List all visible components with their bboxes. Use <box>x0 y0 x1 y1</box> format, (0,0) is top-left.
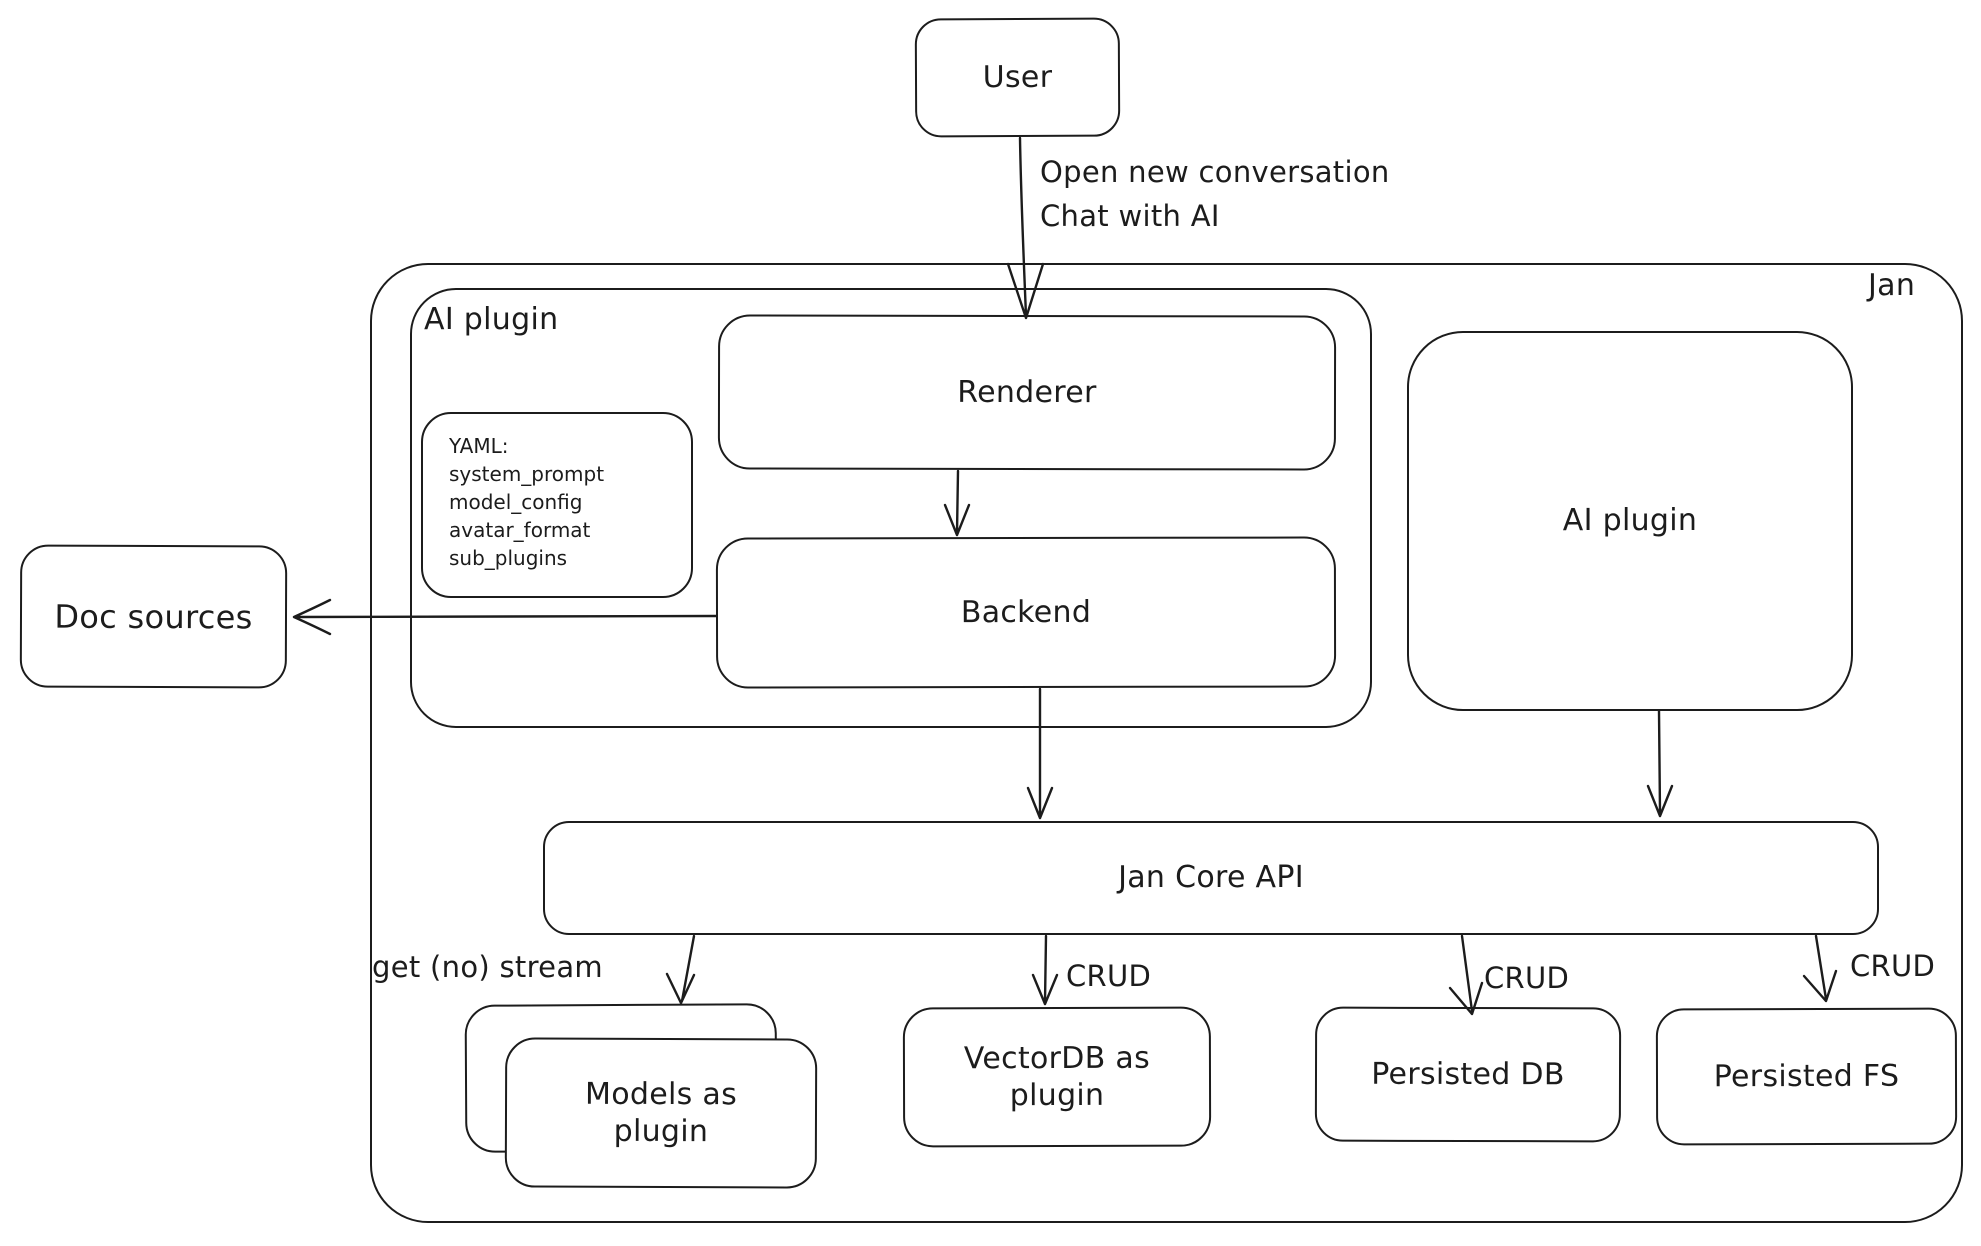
backend-node-label: Backend <box>960 594 1092 630</box>
ai-plugin-right-node: AI plugin <box>1407 331 1853 711</box>
models-as-plugin-node: Models as plugin <box>504 1037 818 1189</box>
doc-sources-node: Doc sources <box>19 544 288 689</box>
edge-label-crud-vectordb: CRUD <box>1066 959 1152 993</box>
backend-node: Backend <box>715 536 1337 689</box>
jan-core-api-node: Jan Core API <box>543 821 1879 935</box>
models-as-plugin-node-label: Models as plugin <box>585 1076 738 1150</box>
jan-core-api-node-label: Jan Core API <box>1118 860 1304 896</box>
ai-plugin-left-container <box>410 288 1372 728</box>
jan-container-label: Jan <box>1868 268 1916 303</box>
edge-label-user-to-renderer: Open new conversation Chat with AI <box>1040 150 1390 238</box>
jan-container <box>370 263 1963 1223</box>
edge-label-crud-persisted-fs: CRUD <box>1850 949 1936 983</box>
doc-sources-node-label: Doc sources <box>54 597 253 636</box>
ai-plugin-left-label: AI plugin <box>424 302 559 337</box>
user-node: User <box>914 17 1121 138</box>
edge-label-line: Chat with AI <box>1040 199 1220 233</box>
yaml-line: avatar_format <box>449 518 591 542</box>
edge-label-crud-persisted-db: CRUD <box>1484 961 1570 995</box>
renderer-node: Renderer <box>717 314 1337 471</box>
ai-plugin-right-node-label: AI plugin <box>1562 503 1698 539</box>
vectordb-as-plugin-node-label: VectorDB as plugin <box>963 1040 1151 1114</box>
user-node-label: User <box>982 59 1053 95</box>
persisted-db-node: Persisted DB <box>1314 1006 1622 1143</box>
yaml-note: YAML: system_prompt model_config avatar_… <box>421 412 693 598</box>
persisted-fs-node: Persisted FS <box>1655 1007 1958 1146</box>
persisted-fs-node-label: Persisted FS <box>1713 1058 1900 1094</box>
persisted-db-node-label: Persisted DB <box>1371 1056 1565 1093</box>
yaml-line: model_config <box>449 490 583 514</box>
edge-label-get-no-stream: get (no) stream <box>372 950 603 984</box>
yaml-line: system_prompt <box>449 462 605 486</box>
renderer-node-label: Renderer <box>957 374 1097 410</box>
yaml-line: YAML: <box>449 434 509 458</box>
yaml-note-text: YAML: system_prompt model_config avatar_… <box>449 432 604 572</box>
yaml-line: sub_plugins <box>449 546 568 570</box>
vectordb-as-plugin-node: VectorDB as plugin <box>902 1006 1212 1148</box>
edge-label-line: Open new conversation <box>1040 155 1390 189</box>
